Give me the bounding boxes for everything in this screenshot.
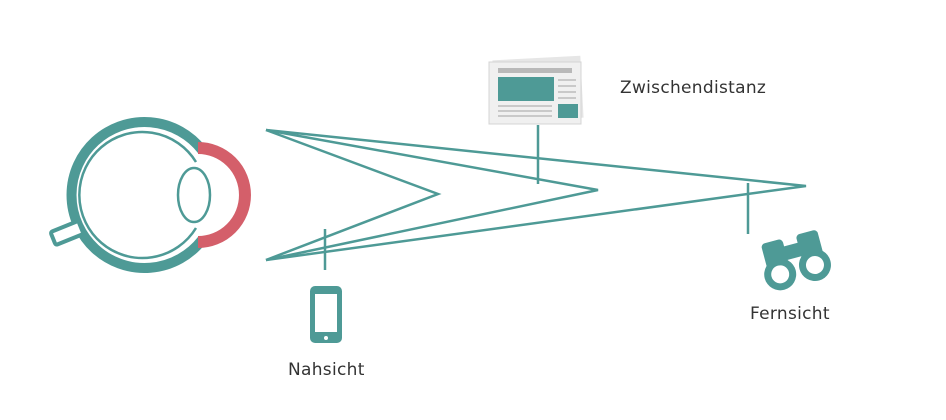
eye-icon <box>49 117 251 273</box>
optic-nerve <box>49 219 85 247</box>
binoculars-icon <box>761 230 831 291</box>
eye-lens <box>176 166 212 224</box>
cornea-arc <box>197 142 251 248</box>
sight-lines <box>265 125 807 270</box>
sight-line-intermediate <box>265 128 599 262</box>
smartphone-icon <box>310 286 342 343</box>
label-far-vision: Fernsicht <box>750 304 830 324</box>
newspaper-icon <box>488 55 584 125</box>
label-near-vision: Nahsicht <box>288 360 365 380</box>
sight-line-far <box>265 128 807 262</box>
sight-line-near <box>265 128 442 262</box>
eye-outer-ring <box>66 117 206 273</box>
label-intermediate-distance: Zwischendistanz <box>620 78 767 98</box>
eye-inner-ring <box>78 130 198 260</box>
